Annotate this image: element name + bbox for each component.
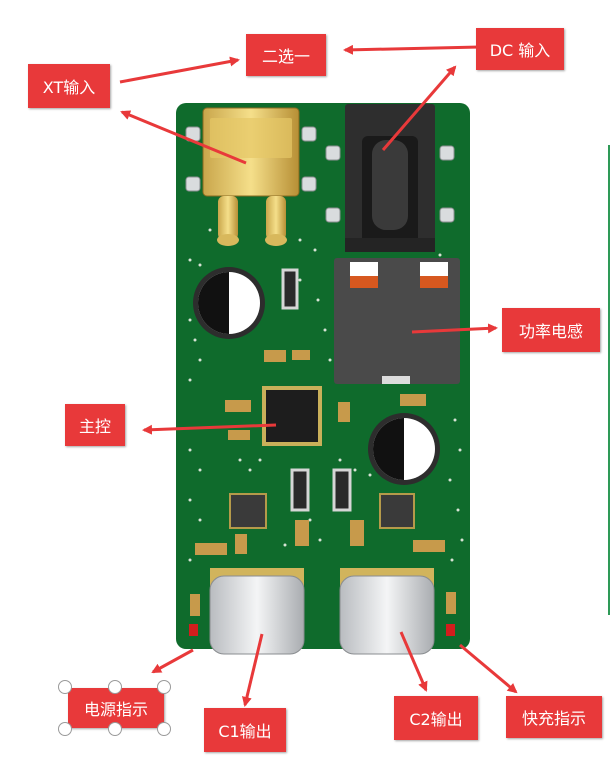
annotation-arrows	[119, 44, 518, 707]
via-dots	[188, 228, 464, 582]
mcu-chip	[262, 386, 322, 446]
selection-handle-bl[interactable]	[58, 722, 72, 736]
selection-handle-tr[interactable]	[157, 680, 171, 694]
label-xt-input: XT输入	[28, 64, 110, 108]
selection-handle-tl[interactable]	[58, 680, 72, 694]
label-c2-output: C2输出	[394, 696, 478, 740]
arrow-c2	[399, 631, 428, 692]
ic-right	[379, 493, 415, 529]
arrow-xt	[120, 110, 247, 165]
label-select: 二选一	[246, 34, 326, 76]
label-power-led[interactable]: 电源指示	[68, 688, 164, 728]
arrow-xt-to-select	[119, 56, 240, 84]
selection-handle-tm[interactable]	[108, 680, 122, 694]
label-mcu: 主控	[65, 404, 125, 446]
ic-left	[229, 493, 267, 529]
arrow-dc-to-select	[343, 44, 481, 55]
selection-handle-br[interactable]	[157, 722, 171, 736]
usb-c-port-1	[209, 568, 305, 655]
arrow-fast-led	[459, 643, 518, 694]
arrow-inductor	[411, 323, 498, 334]
arrow-power-led	[151, 648, 194, 674]
label-inductor: 功率电感	[502, 308, 600, 352]
board-edge-line	[608, 145, 610, 615]
label-c1-output: C1输出	[204, 708, 286, 752]
dc-jack	[345, 104, 435, 252]
arrow-mcu	[142, 423, 277, 435]
label-fast-charge-led: 快充指示	[506, 696, 602, 738]
smd-components	[190, 268, 456, 616]
fast-charge-led	[446, 624, 455, 636]
selection-handle-bm[interactable]	[108, 722, 122, 736]
power-led	[189, 624, 198, 636]
capacitor-1	[193, 267, 265, 339]
capacitor-2	[368, 413, 440, 485]
xt-connector	[202, 107, 300, 246]
mounting-pads	[185, 126, 455, 223]
arrow-c1	[242, 633, 264, 707]
power-inductor	[334, 258, 460, 384]
label-dc-input: DC 输入	[476, 28, 564, 70]
usb-c-port-2	[339, 568, 435, 655]
arrow-dc	[381, 65, 457, 151]
